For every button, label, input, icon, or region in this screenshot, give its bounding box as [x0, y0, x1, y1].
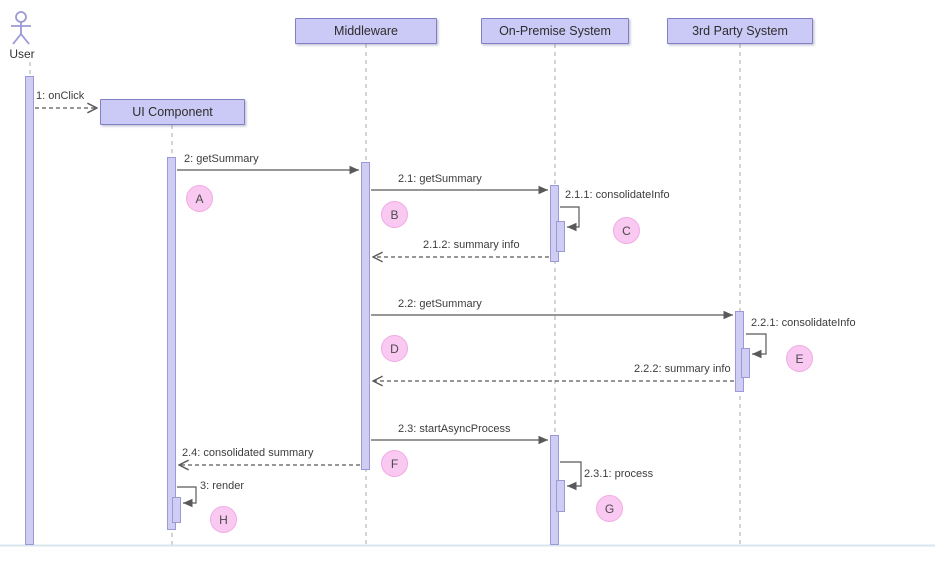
- user-actor-icon: [11, 11, 31, 45]
- marker-b: B: [381, 201, 408, 228]
- activation-user: [25, 76, 34, 545]
- lifeline-box-ui-component: UI Component: [100, 99, 245, 125]
- lifeline-box-third-party: 3rd Party System: [667, 18, 813, 44]
- marker-f: F: [381, 450, 408, 477]
- activation-ui-render-nested: [172, 497, 181, 523]
- message-label-getsummary-thirdparty: 2.2: getSummary: [398, 298, 482, 310]
- message-arrows: [35, 108, 767, 508]
- message-label-summaryinfo-onprem: 2.1.2: summary info: [423, 239, 520, 251]
- message-label-getsummary-onprem: 2.1: getSummary: [398, 173, 482, 185]
- activation-thirdparty-nested: [741, 348, 750, 378]
- message-label-consolidated-summary: 2.4: consolidated summary: [182, 447, 314, 459]
- arrow-consolidateinfo-thirdparty: [746, 333, 767, 359]
- message-label-consolidateinfo-onprem: 2.1.1: consolidateInfo: [565, 189, 670, 201]
- activation-middleware: [361, 162, 370, 470]
- actor-label-user: User: [9, 47, 35, 61]
- marker-e: E: [786, 345, 813, 372]
- arrow-consolidateinfo-onprem: [560, 206, 580, 232]
- marker-g: G: [596, 495, 623, 522]
- message-label-summaryinfo-thirdparty: 2.2.2: summary info: [634, 363, 731, 375]
- lifeline-box-middleware: Middleware: [295, 18, 437, 44]
- message-label-getsummary: 2: getSummary: [184, 153, 259, 165]
- arrow-process: [560, 461, 582, 491]
- message-label-startasyncprocess: 2.3: startAsyncProcess: [398, 423, 511, 435]
- message-label-onclick: 1: onClick: [36, 90, 85, 102]
- marker-d: D: [381, 335, 408, 362]
- marker-c: C: [613, 217, 640, 244]
- message-label-render: 3: render: [200, 480, 245, 492]
- activation-onprem-second-nested: [556, 480, 565, 512]
- arrow-render: [177, 486, 197, 508]
- lifeline-box-on-premise: On-Premise System: [481, 18, 629, 44]
- message-label-consolidateinfo-thirdparty: 2.2.1: consolidateInfo: [751, 317, 856, 329]
- marker-h: H: [210, 506, 237, 533]
- activation-onprem-first-nested: [556, 221, 565, 252]
- message-label-process: 2.3.1: process: [584, 468, 654, 480]
- activation-ui-component: [167, 157, 176, 530]
- marker-a: A: [186, 185, 213, 212]
